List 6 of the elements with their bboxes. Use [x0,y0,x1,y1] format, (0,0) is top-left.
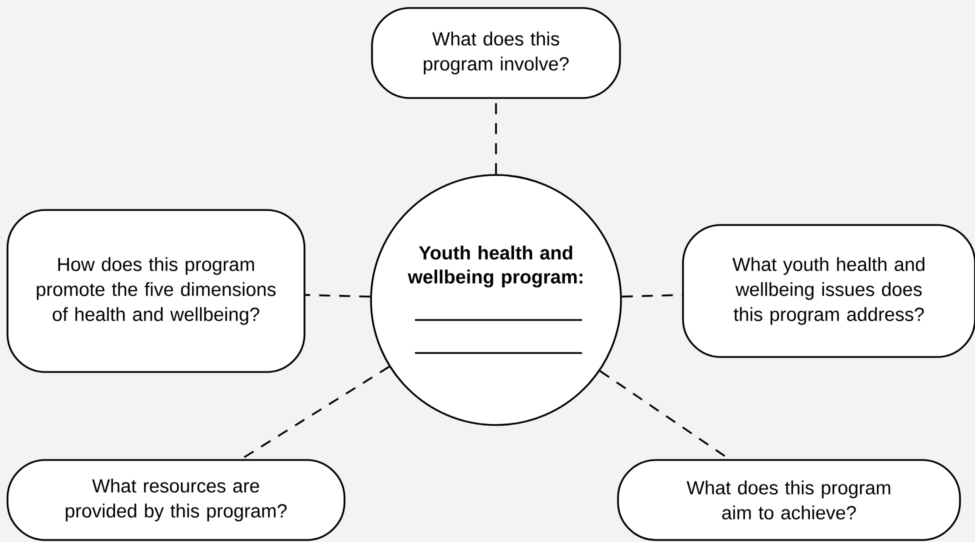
dashed-connector [305,294,370,298]
question-box: What does this program involve? [371,7,621,99]
question-box: What does this program aim to achieve? [617,459,961,541]
question-box: What youth health and wellbeing issues does this program address? [682,224,975,358]
question-box: How does this program promote the five dimensions of health and wellbeing? [6,209,306,373]
question-box: What resources are provided by this program? [6,459,346,541]
